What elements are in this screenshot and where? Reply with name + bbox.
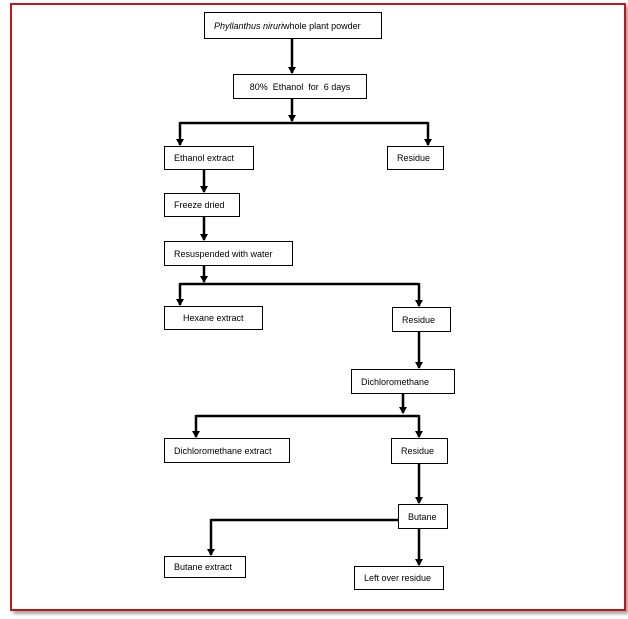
node-plant-powder: Phyllanthus niruri whole plant powder (204, 12, 382, 39)
node-dichloromethane: Dichloromethane (351, 369, 455, 394)
node-leftover-residue: Left over residue (354, 566, 444, 590)
node-dichloromethane-extract: Dichloromethane extract (164, 438, 290, 463)
node-resuspended-with-water: Resuspended with water (164, 241, 293, 266)
node-ethanol-solvent: 80% Ethanol for 6 days (233, 74, 367, 99)
node-butane-extract: Butane extract (164, 556, 246, 578)
node-residue-3: Residue (391, 438, 448, 464)
node-ethanol-extract: Ethanol extract (164, 146, 254, 170)
node-residue-1: Residue (387, 146, 444, 170)
species-name: Phyllanthus niruri (214, 20, 284, 31)
node-residue-2: Residue (392, 307, 451, 332)
plant-powder-label: whole plant powder (283, 20, 361, 31)
diagram-frame (10, 3, 626, 611)
node-butane: Butane (398, 504, 448, 529)
node-freeze-dried: Freeze dried (164, 193, 240, 217)
node-hexane-extract: Hexane extract (164, 306, 263, 330)
